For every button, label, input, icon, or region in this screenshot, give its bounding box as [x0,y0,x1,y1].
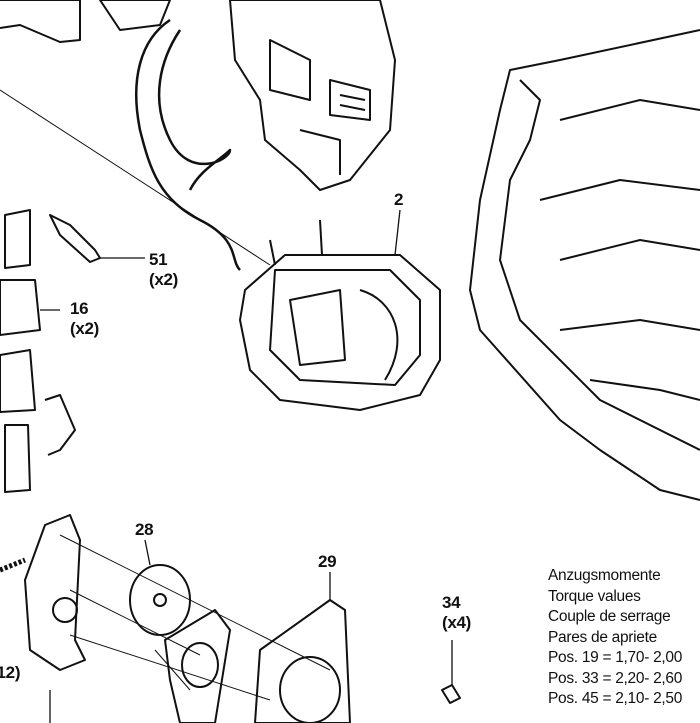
torque-value-pos45: Pos. 45 = 2,10- 2,50 [548,690,683,707]
cable-housing [0,0,171,43]
washer-hole [153,593,167,607]
stator-part-2 [239,219,441,411]
housing-half [469,29,700,501]
callout-2: 2 [394,190,404,209]
torque-value-pos19: Pos. 19 = 1,70- 2,00 [548,649,683,666]
callout-29: 29 [318,552,337,571]
torque-values-box: Anzugsmomente Torque values Couple de se… [548,566,682,710]
assembly-lines [0,89,331,701]
carbon-brushes [0,209,41,493]
callout-51: 51(x2) [149,250,179,289]
callout-28: 28 [135,520,154,539]
torque-title-en: Torque values [548,587,641,605]
bearing-plate-part-29 [254,599,351,723]
brush-holder-plate [0,514,86,671]
pin-part-34 [441,684,461,704]
torque-title-es: Pares de apriete [548,628,657,646]
callout-3: 3(x12) [0,663,21,682]
wires [135,18,241,271]
gasket-plate [164,609,231,723]
washer-part-28 [129,564,191,636]
terminals-part-51 [44,214,145,456]
leader-lines [40,209,453,723]
callout-34: 34(x4) [442,593,472,632]
torque-title-fr: Couple de serrage [548,608,671,625]
gasket-hole [181,642,219,688]
bearing-seat [279,656,341,723]
torque-value-pos33: Pos. 33 = 2,20- 2,60 [548,669,683,687]
callout-16: 16(x2) [70,299,100,338]
torque-title-de: Anzugsmomente [548,567,661,584]
switch-assembly [229,0,396,191]
